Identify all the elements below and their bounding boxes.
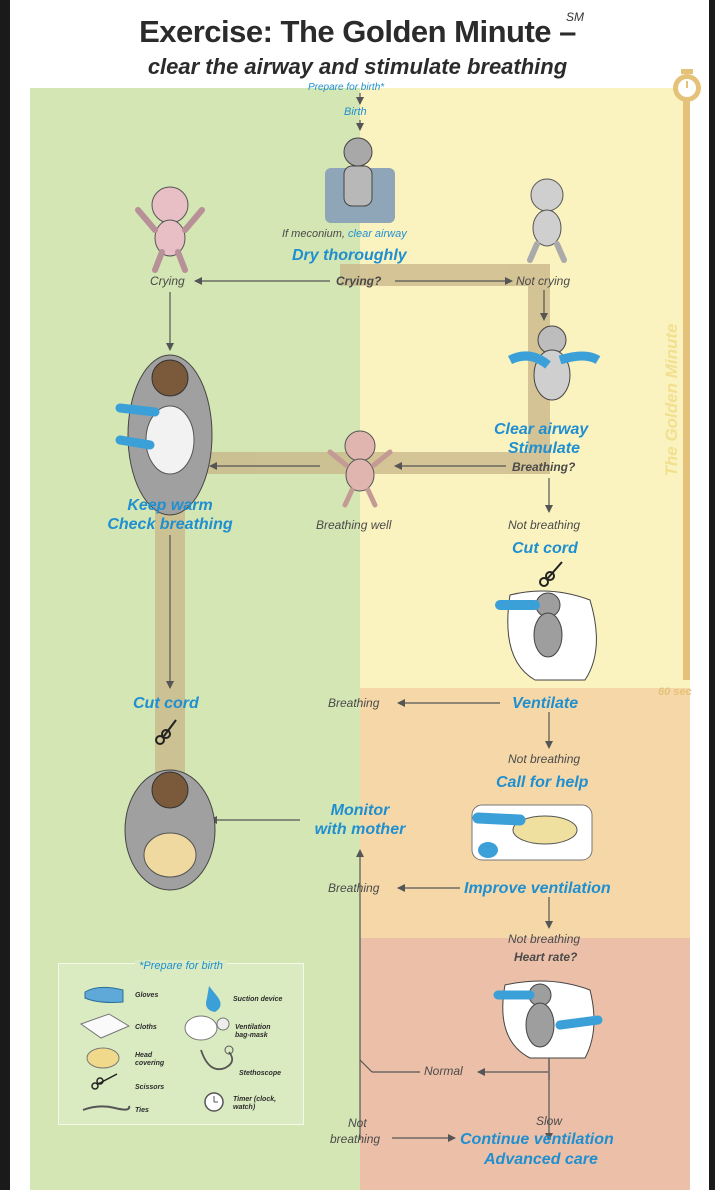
legend-ties: Ties <box>135 1107 149 1115</box>
baby-crying-icon <box>138 187 202 270</box>
legend-timer: Timer (clock, watch) <box>233 1096 283 1112</box>
clear-airway-step: Clear airway <box>494 420 588 439</box>
breathing-well-label: Breathing well <box>316 518 391 532</box>
ventilation-improve-icon <box>472 805 592 860</box>
golden-minute-label: The Golden Minute <box>662 324 682 477</box>
legend-cloths: Cloths <box>135 1024 157 1032</box>
sixty-seconds-label: 60 sec <box>658 686 692 698</box>
mother-with-baby-icon <box>125 770 215 890</box>
path-bands <box>155 264 550 832</box>
keep-warm-step: Keep warm <box>90 496 250 515</box>
baby-not-crying-icon <box>530 179 564 260</box>
heart-rate-check-icon <box>498 981 598 1058</box>
check-breathing-step: Check breathing <box>80 515 260 534</box>
with-mother-step: with mother <box>290 820 430 839</box>
stimulate-step: Stimulate <box>508 439 580 458</box>
breathing-label-1: Breathing <box>328 696 379 710</box>
call-for-help-step: Call for help <box>496 773 588 792</box>
gloves-icon <box>85 987 123 1002</box>
advanced-care-step: Advanced care <box>484 1150 598 1169</box>
continue-ventilation-step: Continue ventilation <box>460 1130 614 1149</box>
meconium-label: If meconium, clear airway <box>282 228 407 240</box>
prepare-for-birth-box: *Prepare for birth Gloves Cloths Head co… <box>58 963 304 1125</box>
heart-rate-question: Heart rate? <box>514 950 577 964</box>
cut-cord-step-left: Cut cord <box>133 694 199 713</box>
baby-birth-icon <box>325 138 395 223</box>
slow-label: Slow <box>536 1114 562 1128</box>
breathing-label-2: Breathing <box>328 881 379 895</box>
mother-skin-to-skin-icon <box>120 355 212 515</box>
clock-icon <box>205 1093 223 1111</box>
scissors-icon <box>92 1074 117 1089</box>
ventilate-baby-icon <box>500 591 596 680</box>
dry-thoroughly-step: Dry thoroughly <box>292 246 407 265</box>
stimulate-baby-icon <box>510 326 598 400</box>
ties-icon <box>83 1106 129 1110</box>
cut-cord-step-right: Cut cord <box>512 539 578 558</box>
legend-suction: Suction device <box>233 996 282 1004</box>
breathing-question: Breathing? <box>512 460 575 474</box>
monitor-step: Monitor <box>300 801 420 820</box>
not-label: Not <box>348 1116 367 1130</box>
bag-mask-icon <box>185 1016 229 1040</box>
not-breathing-label-2: Not breathing <box>508 752 580 766</box>
legend-bag-mask: Ventilation bag-mask <box>235 1024 279 1040</box>
normal-label: Normal <box>424 1064 463 1078</box>
head-covering-icon <box>87 1048 119 1068</box>
legend-gloves: Gloves <box>135 992 158 1000</box>
not-crying-label: Not crying <box>516 274 570 288</box>
stethoscope-icon <box>201 1046 233 1069</box>
ventilate-step: Ventilate <box>512 694 578 713</box>
legend-scissors: Scissors <box>135 1084 164 1092</box>
suction-device-icon <box>206 986 221 1012</box>
crying-question: Crying? <box>336 274 381 288</box>
breathing-label-3: breathing <box>330 1132 380 1146</box>
prepare-for-birth-label: Prepare for birth* <box>308 82 384 93</box>
cloths-icon <box>81 1014 129 1038</box>
birth-label: Birth <box>344 106 367 118</box>
legend-head-covering: Head covering <box>135 1052 163 1068</box>
not-breathing-label-3: Not breathing <box>508 932 580 946</box>
scissors-icon <box>540 562 562 586</box>
legend-stethoscope: Stethoscope <box>239 1070 281 1078</box>
not-breathing-label-1: Not breathing <box>508 518 580 532</box>
crying-label: Crying <box>150 274 185 288</box>
improve-ventilation-step: Improve ventilation <box>464 879 611 898</box>
